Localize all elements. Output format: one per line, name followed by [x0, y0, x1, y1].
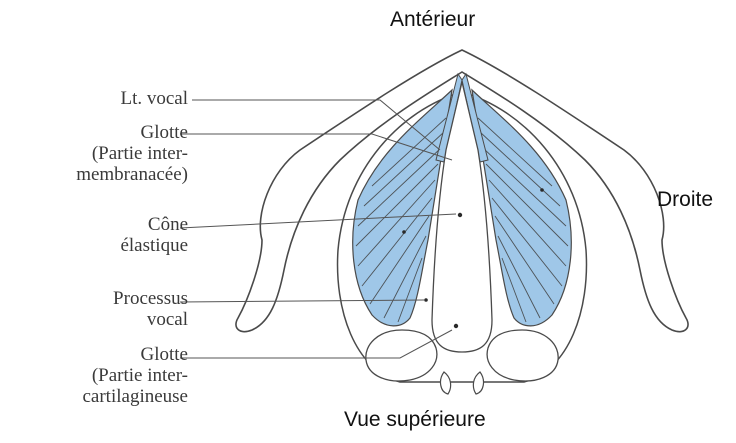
- label-cone-elastique: Cône élastique: [120, 214, 188, 256]
- label-glotte-intermembranacee: Glotte (Partie inter- membranacée): [76, 122, 188, 185]
- label-anterieur: Antérieur: [390, 8, 475, 32]
- label-vue-superieure: Vue supérieure: [344, 408, 486, 432]
- label-processus-vocal: Processus vocal: [113, 288, 188, 330]
- right-arytenoid: [487, 330, 558, 381]
- label-lt-vocal: Lt. vocal: [120, 88, 188, 109]
- label-glotte-intercartilagineuse: Glotte (Partie inter- cartilagineuse: [82, 344, 188, 407]
- left-arytenoid: [366, 330, 437, 381]
- label-droite: Droite: [657, 188, 713, 212]
